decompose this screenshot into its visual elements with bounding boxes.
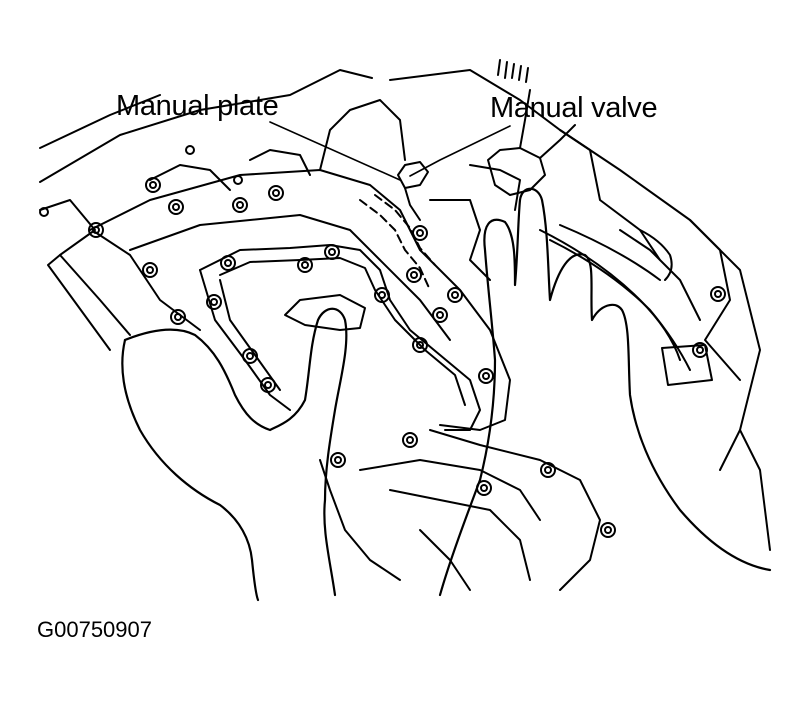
manual-valve-leader (409, 125, 511, 177)
right-hand (438, 187, 772, 597)
left-hand (121, 307, 348, 602)
manual-valve (397, 89, 576, 221)
manual-plate (199, 244, 481, 431)
valve-body-channels (319, 164, 601, 591)
wire-harness (497, 59, 713, 386)
separator-plate (89, 99, 511, 431)
manual-valve-label: Manual valve (490, 92, 658, 124)
manual-plate-leader (269, 121, 401, 181)
figure-id: G00750907 (37, 617, 152, 642)
leader-lines (269, 121, 511, 181)
bolts (39, 145, 726, 538)
manual-plate-label: Manual plate (116, 90, 279, 122)
transmission-case (39, 69, 771, 551)
